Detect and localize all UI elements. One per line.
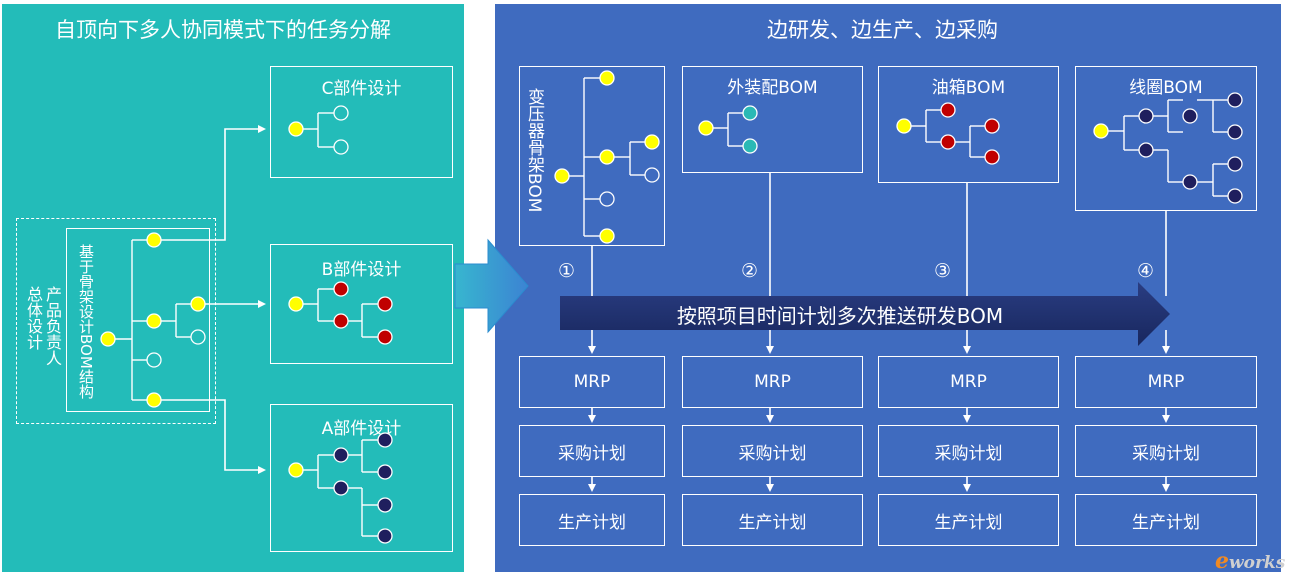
marker-1: ①: [558, 260, 576, 282]
component-a-box: A部件设计: [270, 404, 453, 552]
marker-3: ③: [934, 260, 952, 282]
mrp-box-1: MRP: [519, 356, 665, 408]
purchase-plan-box-3: 采购计划: [878, 425, 1059, 477]
component-c-label: C部件设计: [321, 79, 402, 99]
skeleton-label: 基于骨架设计BOM结构: [77, 244, 95, 399]
push-banner-text: 按照项目时间计划多次推送研发BOM: [676, 304, 1004, 328]
bom-label-outer: 外装配BOM: [727, 78, 818, 98]
bom-label-coil: 线圈BOM: [1129, 78, 1203, 98]
production-plan-box-2: 生产计划: [682, 494, 863, 546]
bom-label-skeleton: 变压器骨架BOM: [524, 88, 544, 213]
purchase-plan-box-4: 采购计划: [1075, 425, 1257, 477]
mrp-box-2: MRP: [682, 356, 863, 408]
left-panel-title: 自顶向下多人协同模式下的任务分解: [55, 18, 391, 42]
component-c-box: C部件设计: [270, 66, 453, 178]
purchase-plan-box-2: 采购计划: [682, 425, 863, 477]
skeleton-box: [66, 228, 210, 412]
bom-box-skeleton: [519, 66, 665, 246]
production-plan-box-4: 生产计划: [1075, 494, 1257, 546]
bom-box-coil: 线圈BOM: [1075, 66, 1257, 211]
component-a-label: A部件设计: [321, 419, 402, 439]
owner-dashed-box: [16, 218, 216, 424]
right-panel-title: 边研发、边生产、边采购: [767, 18, 998, 42]
bom-box-tank: 油箱BOM: [878, 66, 1059, 183]
owner-label: 产品负责人 总体设计: [24, 286, 62, 366]
component-b-label: B部件设计: [321, 260, 402, 280]
marker-2: ②: [741, 260, 759, 282]
purchase-plan-box-1: 采购计划: [519, 425, 665, 477]
bom-label-tank: 油箱BOM: [931, 78, 1006, 98]
marker-4: ④: [1137, 260, 1155, 282]
production-plan-box-1: 生产计划: [519, 494, 665, 546]
bom-box-outer: 外装配BOM: [682, 66, 863, 173]
mrp-box-4: MRP: [1075, 356, 1257, 408]
eworks-watermark: eworks: [1215, 548, 1286, 574]
left-panel: 自顶向下多人协同模式下的任务分解 产品负责人 总体设计 基于骨架设计BOM结构 …: [2, 4, 464, 572]
mrp-box-3: MRP: [878, 356, 1059, 408]
component-b-box: B部件设计: [270, 244, 453, 364]
production-plan-box-3: 生产计划: [878, 494, 1059, 546]
